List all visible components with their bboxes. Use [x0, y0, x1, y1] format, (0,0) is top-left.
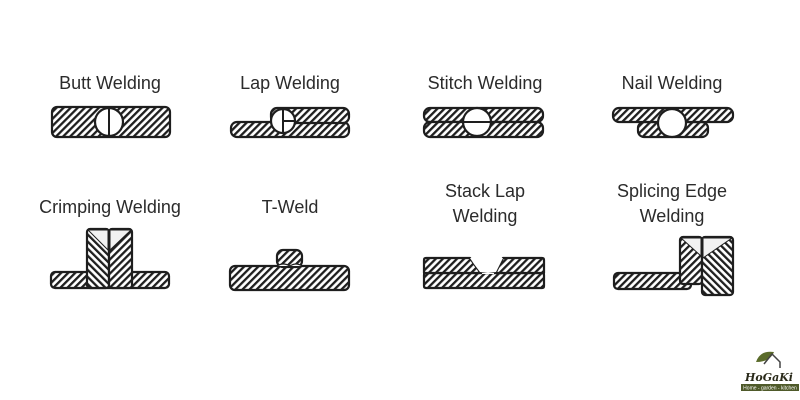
label-splicing-line2: Welding: [640, 206, 705, 226]
lap-welding-figure: [229, 106, 351, 139]
logo-tagline: Home - garden - kitchen: [743, 386, 797, 392]
crimping-welding-figure: [49, 227, 171, 290]
label-butt-welding: Butt Welding: [59, 73, 161, 93]
label-nail-welding: Nail Welding: [622, 73, 723, 93]
hogaki-logo: HoGaKi Home - garden - kitchen: [741, 351, 799, 392]
stack-lap-welding-figure: [422, 256, 546, 290]
house-icon: [763, 352, 781, 368]
butt-welding-figure: [50, 105, 172, 139]
logo-name: HoGaKi: [744, 371, 793, 384]
label-stack-lap-line1: Stack Lap: [445, 181, 525, 201]
splicing-edge-welding-figure: [612, 235, 735, 297]
leaf-icon: [756, 351, 774, 362]
t-weld-figure: [228, 248, 351, 292]
label-crimping-welding: Crimping Welding: [39, 197, 181, 217]
nail-welding-figure: [611, 106, 735, 139]
label-lap-welding: Lap Welding: [240, 73, 340, 93]
stitch-welding-figure: [422, 106, 545, 139]
label-splicing-line1: Splicing Edge: [617, 181, 727, 201]
label-t-weld: T-Weld: [262, 197, 319, 217]
label-stack-lap-line2: Welding: [453, 206, 518, 226]
label-stitch-welding: Stitch Welding: [428, 73, 543, 93]
